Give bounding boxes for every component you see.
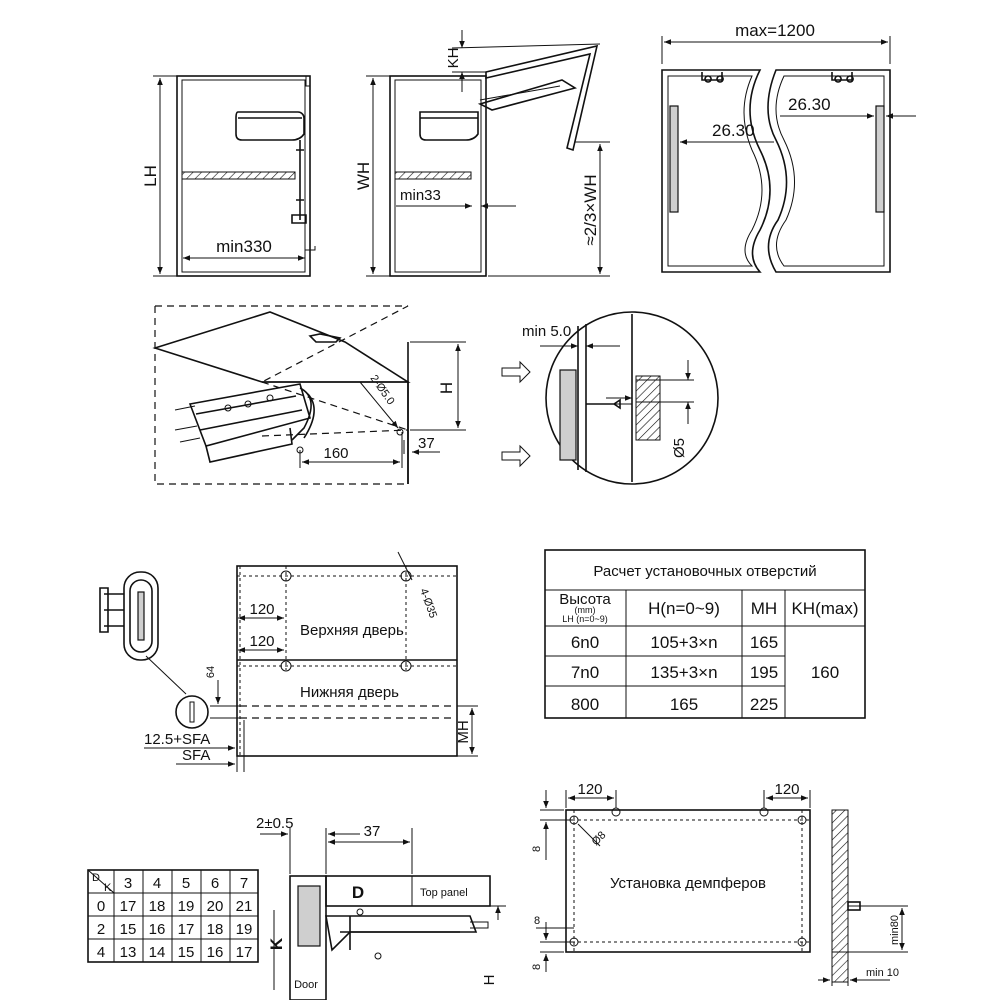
dk-row-d: 4 xyxy=(97,944,105,961)
calc-row-mh: 165 xyxy=(750,633,778,652)
dim-lift: ≈2/3×WH xyxy=(581,174,600,245)
calc-row-h: 105+3×n xyxy=(650,633,717,652)
calc-row-h: 165 xyxy=(670,695,698,714)
dim-120-right: 120 xyxy=(774,781,799,798)
calc-table-title: Расчет установочных отверстий xyxy=(593,563,816,580)
header-height: Высота xyxy=(559,591,611,608)
dk-col: 6 xyxy=(211,875,219,892)
dim-2-d5: 2-Ø5.0 xyxy=(368,373,397,407)
dim-8-bot: 8 xyxy=(531,964,543,970)
dim-d5: Ø5 xyxy=(671,438,688,458)
calc-row-lh: 7n0 xyxy=(571,663,599,682)
dim-8-mid: 8 xyxy=(534,915,540,927)
dk-col: 5 xyxy=(182,875,190,892)
dim-lh: LH xyxy=(141,165,160,187)
dim-mh: MH xyxy=(455,720,472,743)
dim-37: 37 xyxy=(418,435,435,452)
dim-min33: min33 xyxy=(400,187,441,204)
dk-cell: 14 xyxy=(149,944,166,961)
dim-sfa: SFA xyxy=(182,747,210,764)
dim-min5: min 5.0 xyxy=(522,323,571,340)
dim-120-left: 120 xyxy=(577,781,602,798)
dk-cell: 16 xyxy=(207,944,224,961)
label-upper-door: Верхняя дверь xyxy=(300,622,404,639)
dk-cell: 18 xyxy=(149,898,166,915)
label-top-panel: Top panel xyxy=(420,887,468,899)
dim-8-top: 8 xyxy=(531,846,543,852)
dk-corner-k: K xyxy=(104,882,112,894)
dk-cell: 16 xyxy=(149,921,166,938)
dk-row-d: 2 xyxy=(97,921,105,938)
dk-table: D K 3 4 5 6 7 0 17 18 19 20 21 2 15 16 1… xyxy=(87,869,259,963)
damper-view: 120 120 Ø8 8 8 8 Установка демпферов min… xyxy=(531,781,908,986)
dk-cell: 21 xyxy=(236,898,253,915)
dim-gap: 2±0.5 xyxy=(256,815,293,832)
dk-cell: 15 xyxy=(120,921,137,938)
calc-table: Расчет установочных отверстий Высота (mm… xyxy=(544,549,866,719)
dim-4-d35: 4-Ø35 xyxy=(417,587,439,620)
dim-max1200: max=1200 xyxy=(735,21,815,40)
dim-120-top: 120 xyxy=(249,601,274,618)
label-k: K xyxy=(267,937,286,950)
header-height-unit: (mm) xyxy=(575,605,596,615)
dk-col: 3 xyxy=(124,875,132,892)
label-h-hinge: H xyxy=(481,975,498,986)
dim-160: 160 xyxy=(323,445,348,462)
label-d: D xyxy=(352,883,364,902)
dk-cell: 17 xyxy=(178,921,195,938)
header-mh: MH xyxy=(751,599,777,618)
dk-cell: 18 xyxy=(207,921,224,938)
header-h: H(n=0~9) xyxy=(648,599,720,618)
door-view: 120 120 Верхняя дверь Нижняя дверь 4-Ø35… xyxy=(99,551,478,772)
header-kh: KH(max) xyxy=(791,599,858,618)
dim-120-mid: 120 xyxy=(249,633,274,650)
calc-row-mh: 195 xyxy=(750,663,778,682)
label-damper-install: Установка демпферов xyxy=(610,875,766,892)
dim-37-hinge: 37 xyxy=(364,823,381,840)
dk-cell: 17 xyxy=(236,944,253,961)
detail-circle-view: min 5.0 Ø5 xyxy=(501,311,719,485)
dk-cell: 19 xyxy=(236,921,253,938)
dk-col: 4 xyxy=(153,875,161,892)
dk-cell: 15 xyxy=(178,944,195,961)
cabinet-view-lh: LH min330 xyxy=(141,75,316,277)
dim-min10: min 10 xyxy=(866,967,899,979)
dim-12-5-sfa: 12.5+SFA xyxy=(144,731,210,748)
label-lower-door: Нижняя дверь xyxy=(300,684,399,701)
dk-cell: 19 xyxy=(178,898,195,915)
dim-26-30-left: 26.30 xyxy=(712,121,755,140)
dim-min80: min80 xyxy=(889,915,901,945)
label-door: Door xyxy=(294,979,318,991)
calc-row-lh: 6n0 xyxy=(571,633,599,652)
dim-wh: WH xyxy=(354,162,373,190)
dim-26-30-right: 26.30 xyxy=(788,95,831,114)
dim-d8: Ø8 xyxy=(590,829,609,848)
dk-cell: 13 xyxy=(120,944,137,961)
dk-cell: 20 xyxy=(207,898,224,915)
hinge-section-view: 2±0.5 37 D Top panel K Door H xyxy=(256,815,506,1000)
dk-col: 7 xyxy=(240,875,248,892)
header-height-sub: LH (n=0~9) xyxy=(562,614,608,624)
calc-row-mh: 225 xyxy=(750,695,778,714)
cabinet-view-wh: KH WH min33 ≈2/3×WH xyxy=(354,30,610,277)
dk-row-d: 0 xyxy=(97,898,105,915)
dk-cell: 17 xyxy=(120,898,137,915)
dim-kh: KH xyxy=(445,48,462,69)
calc-row-lh: 800 xyxy=(571,695,599,714)
dim-64: 64 xyxy=(205,666,217,678)
mount-perspective-view: 160 37 2-Ø5.0 H xyxy=(152,305,466,485)
calc-row-h: 135+3×n xyxy=(650,663,717,682)
calc-kh-value: 160 xyxy=(811,663,839,682)
dim-min330: min330 xyxy=(216,237,272,256)
dk-corner-d: D xyxy=(92,872,100,884)
dim-h-mount: H xyxy=(437,382,456,394)
cabinet-view-max: max=1200 26.30 26.30 xyxy=(661,21,916,273)
